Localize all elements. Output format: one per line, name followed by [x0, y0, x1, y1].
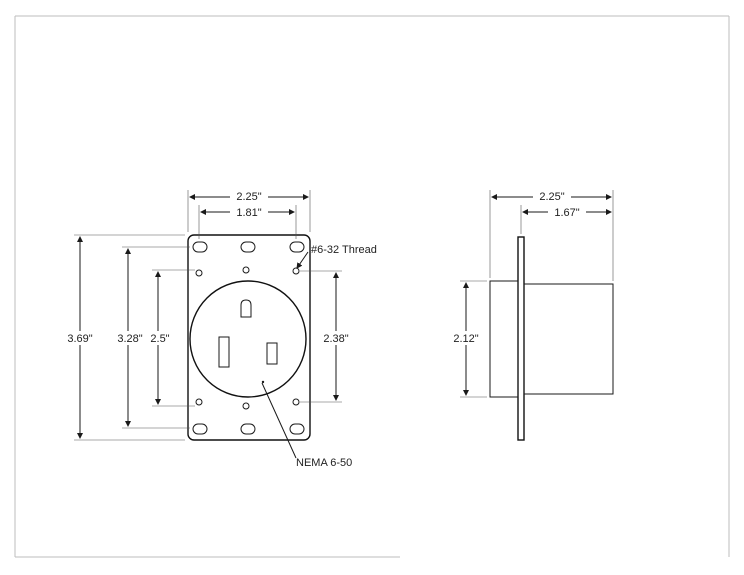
side-flange — [517, 236, 525, 441]
mounting-slot — [289, 423, 305, 435]
side-dim-body-depth: 1.67" — [554, 207, 579, 219]
dim-overall-width: 2.25" — [236, 191, 261, 203]
screw-hole — [242, 266, 250, 274]
mounting-slot — [289, 241, 305, 253]
receptacle-label: NEMA 6-50 — [296, 457, 352, 469]
side-face-protrusion — [489, 280, 519, 398]
blade-right — [266, 342, 278, 365]
mounting-plate — [187, 234, 311, 441]
mounting-slot — [240, 423, 256, 435]
center-point — [261, 380, 265, 384]
side-dim-body-height: 2.12" — [453, 333, 478, 345]
dim-screw-spacing: 2.5" — [150, 333, 169, 345]
ground-pin — [240, 299, 252, 318]
screw-hole — [292, 398, 300, 406]
screw-hole — [195, 398, 203, 406]
front-view: 2.25" 1.81" 3.69" 3.28" 2.5" 2.38" — [62, 189, 377, 469]
dim-side-spacing: 2.38" — [323, 333, 348, 345]
side-body — [523, 283, 614, 395]
screw-hole — [292, 267, 300, 275]
blade-left — [218, 336, 230, 368]
drawing-frame — [14, 15, 730, 558]
mounting-slot — [192, 241, 208, 253]
dim-slot-spacing: 3.28" — [117, 333, 142, 345]
thread-label: #6-32 Thread — [311, 244, 377, 256]
mounting-slot — [192, 423, 208, 435]
receptacle-face — [189, 280, 307, 398]
dim-hole-spacing: 1.81" — [236, 207, 261, 219]
side-dim-overall-width: 2.25" — [539, 191, 564, 203]
dim-overall-height: 3.69" — [67, 333, 92, 345]
mounting-slot — [240, 241, 256, 253]
screw-hole — [242, 402, 250, 410]
screw-hole — [195, 269, 203, 277]
side-view: 2.25" 1.67" 2.12" — [448, 189, 614, 441]
